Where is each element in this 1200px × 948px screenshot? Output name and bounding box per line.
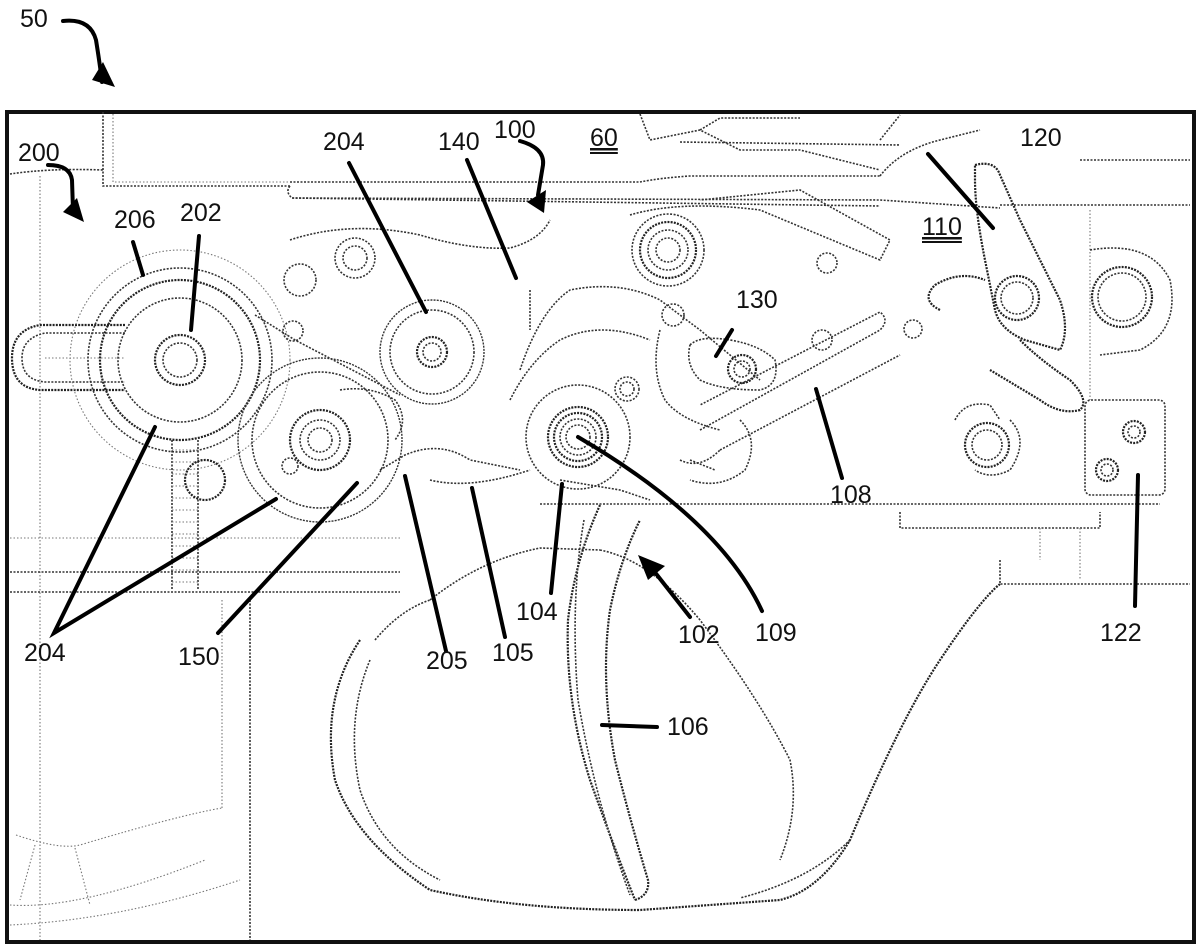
arrow-200 (46, 163, 84, 222)
label-202: 202 (180, 199, 222, 227)
trigger-106 (566, 504, 650, 902)
hammer-spring-109 (525, 384, 651, 501)
arrow-102 (638, 555, 692, 619)
label-102: 102 (678, 621, 720, 649)
label-105: 105 (492, 639, 534, 667)
label-108: 108 (830, 481, 872, 509)
gear-train-200 (10, 237, 531, 590)
trigger-guard (329, 547, 1001, 912)
leader-lines (49, 152, 1140, 729)
reference-labels: 50 60 100 102 104 105 106 108 109 110 12… (18, 5, 1142, 741)
figure-frame (5, 110, 1196, 944)
label-150: 150 (178, 643, 220, 671)
label-204-top: 204 (323, 128, 365, 156)
label-100: 100 (494, 116, 536, 144)
hammer-140 (289, 189, 892, 402)
disconnector-130 (655, 329, 777, 431)
label-205: 205 (426, 647, 468, 675)
label-206: 206 (114, 206, 156, 234)
label-60: 60 (590, 124, 618, 152)
label-120: 120 (1020, 124, 1062, 152)
label-104: 104 (516, 598, 558, 626)
label-122: 122 (1100, 619, 1142, 647)
label-140: 140 (438, 128, 480, 156)
label-106: 106 (667, 713, 709, 741)
label-204-bottom: 204 (24, 639, 66, 667)
label-109: 109 (755, 619, 797, 647)
label-50: 50 (20, 5, 48, 33)
safety-selector-120 (903, 162, 1173, 476)
block-122 (1084, 399, 1166, 496)
label-110: 110 (922, 213, 962, 241)
label-200: 200 (18, 139, 60, 167)
label-130: 130 (736, 286, 778, 314)
pistol-grip (9, 600, 251, 940)
lever-108 (679, 311, 901, 485)
arrow-50 (61, 18, 115, 87)
arrow-100 (518, 139, 546, 213)
